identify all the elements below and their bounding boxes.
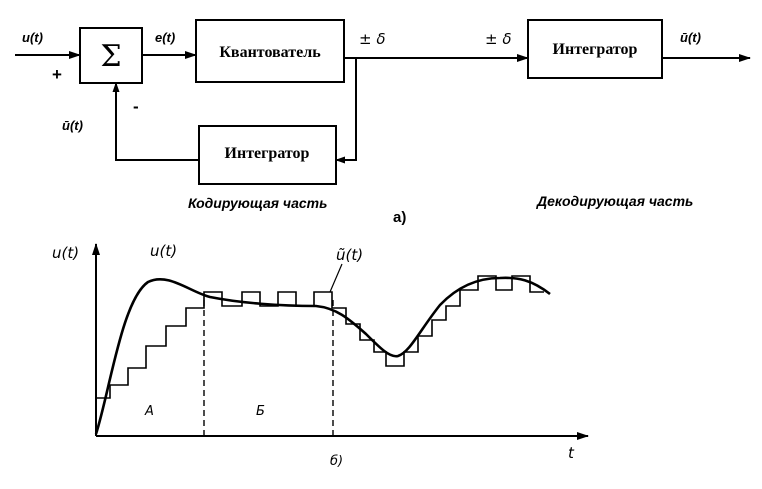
staircase-approximation [96, 275, 544, 399]
plus-sign: + [52, 65, 62, 84]
quantizer-box [195, 19, 345, 83]
feedback-integrator-label: Интегратор [225, 145, 310, 162]
block-diagram [15, 19, 751, 185]
step-label-leader [329, 263, 343, 293]
encoder-caption: Кодирующая часть [188, 195, 327, 211]
subfigure-b-label: б) [330, 454, 343, 469]
input-signal-label: u(t) [22, 30, 43, 45]
region-b-label: Б [256, 404, 265, 419]
feedback-signal-label: ū(t) [62, 118, 83, 133]
feedback-integrator-box [198, 125, 337, 185]
sum-symbol: Σ [100, 39, 121, 74]
decoder-integrator-label: Интегратор [553, 41, 638, 58]
graph [92, 243, 589, 440]
y-axis-label: u(t) [52, 244, 79, 262]
output-signal-label: ū(t) [680, 30, 701, 45]
decoder-caption: Декодирующая часть [536, 193, 693, 209]
subfigure-a-label: а) [393, 209, 406, 226]
minus-sign: - [133, 97, 139, 116]
quantizer-label: Квантователь [219, 44, 321, 61]
feedback-return [112, 82, 199, 161]
delta-label-2: ± δ [485, 30, 512, 48]
region-a-label: А [144, 404, 154, 419]
signal-curve [94, 276, 551, 435]
delta-label-1: ± δ [359, 30, 386, 48]
x-axis-label: t [568, 444, 575, 462]
step-label: ũ(t) [336, 246, 363, 264]
decoder-integrator-box [527, 19, 663, 79]
curve-label: u(t) [150, 242, 177, 260]
feedback-branch [335, 58, 357, 164]
error-signal-label: e(t) [155, 30, 175, 45]
